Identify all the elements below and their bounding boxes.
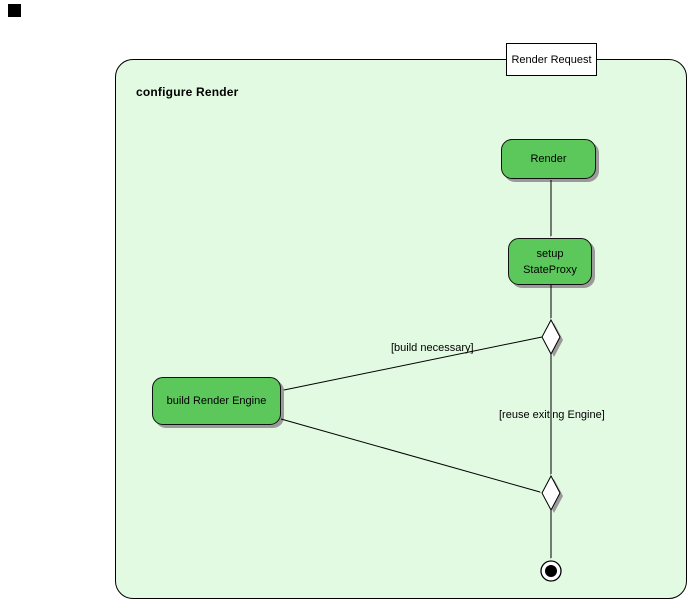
- build-node-label: build Render Engine: [166, 395, 267, 407]
- activity-frame: [115, 59, 687, 599]
- setup-line2: StateProxy: [523, 263, 577, 276]
- frame-title: configure Render: [136, 85, 239, 99]
- black-square-marker: [8, 4, 21, 17]
- guard-label-build-necessary: [build necessary]: [391, 342, 474, 354]
- guard-label-reuse-existing: [reuse exiting Engine]: [499, 409, 605, 421]
- action-node-build-render-engine[interactable]: build Render Engine: [152, 377, 281, 425]
- action-node-render[interactable]: Render: [501, 139, 596, 179]
- render-request-label-box: Render Request: [506, 43, 597, 76]
- setup-line1: setup: [536, 247, 564, 260]
- action-node-setup-stateproxy[interactable]: setup StateProxy: [508, 238, 592, 285]
- action-node-render-label: Render: [530, 153, 567, 165]
- render-request-text: Render Request: [511, 53, 592, 66]
